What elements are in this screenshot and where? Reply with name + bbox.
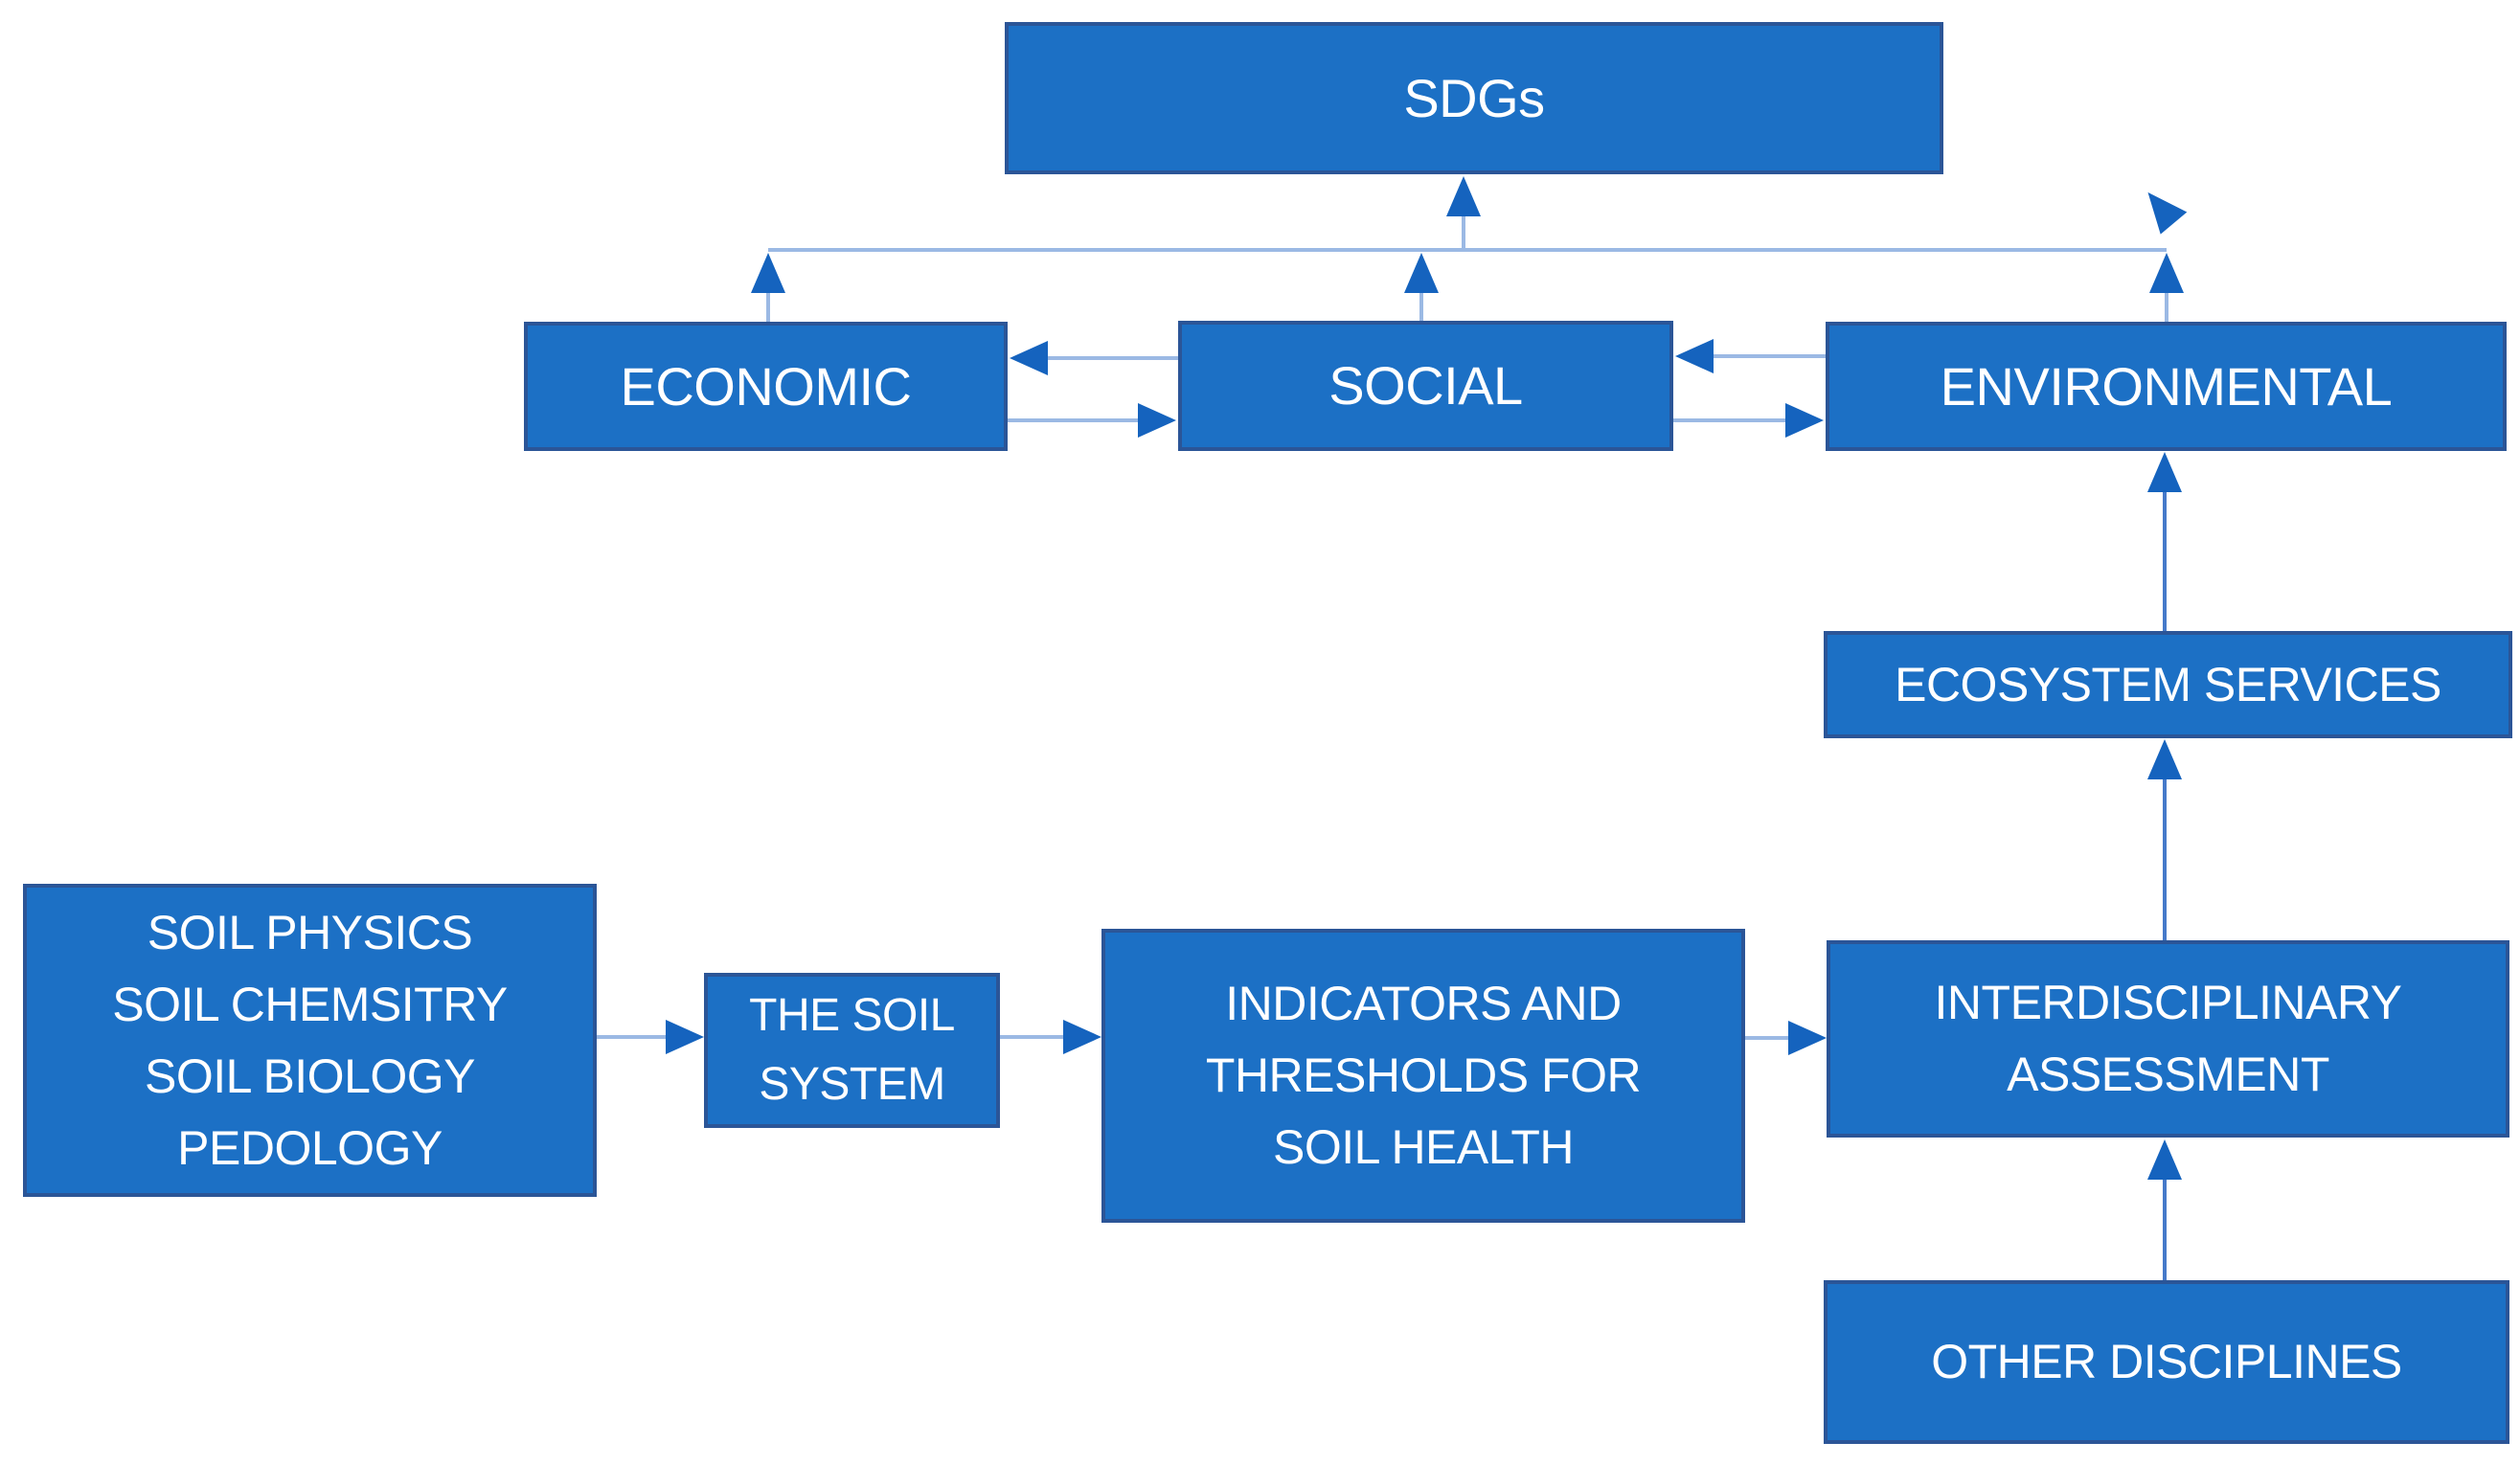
other-to-interdisciplinary-line — [2163, 1178, 2167, 1280]
node-other-disciplines-label: OTHER DISCIPLINES — [1931, 1335, 2402, 1388]
node-social: SOCIAL — [1178, 321, 1673, 451]
social-to-bus-line — [1419, 291, 1423, 321]
node-social-label: SOCIAL — [1328, 355, 1523, 416]
node-ecosystem-services-label: ECOSYSTEM SERVICES — [1895, 657, 2441, 711]
social-to-environmental-line — [1673, 418, 1785, 422]
node-environmental-label: ENVIRONMENTAL — [1940, 355, 2393, 417]
node-sdgs-label: SDGs — [1403, 67, 1545, 128]
social-to-bus-arrowhead-icon — [1404, 253, 1439, 293]
node-sdgs: SDGs — [1005, 22, 1943, 174]
economic-to-bus-arrowhead-icon — [751, 253, 785, 293]
disciplines-to-soilsystem-arrowhead-icon — [666, 1020, 704, 1054]
other-to-interdisciplinary-arrowhead-icon — [2147, 1139, 2182, 1180]
interdisciplinary-to-ecosystem-line — [2163, 778, 2167, 940]
social-to-economic-line — [1046, 356, 1178, 360]
node-soil-system-label: THE SOIL SYSTEM — [749, 990, 955, 1110]
node-interdisciplinary-label: INTERDISCIPLINARY ASSESSMENT — [1934, 976, 2402, 1101]
ecosystem-to-environmental-line — [2163, 490, 2167, 631]
soilsystem-to-indicators-line — [1000, 1035, 1063, 1039]
environmental-to-bus-line — [2165, 291, 2168, 322]
bus-end-arrowhead-icon — [2134, 181, 2188, 235]
economic-to-social-arrowhead-icon — [1138, 403, 1176, 438]
soilsystem-to-indicators-arrowhead-icon — [1063, 1020, 1101, 1054]
indicators-to-interdisciplinary-line — [1745, 1036, 1788, 1040]
node-environmental: ENVIRONMENTAL — [1826, 322, 2507, 451]
environmental-to-social-arrowhead-icon — [1675, 339, 1714, 373]
disciplines-to-soilsystem-line — [597, 1035, 666, 1039]
interdisciplinary-to-ecosystem-arrowhead-icon — [2147, 739, 2182, 779]
node-soil-system: THE SOIL SYSTEM — [704, 973, 1000, 1128]
node-soil-disciplines-label: SOIL PHYSICS SOIL CHEMSITRY SOIL BIOLOGY… — [112, 905, 508, 1175]
node-soil-disciplines: SOIL PHYSICS SOIL CHEMSITRY SOIL BIOLOGY… — [23, 884, 597, 1197]
top-bus-line — [768, 248, 2167, 252]
ecosystem-to-environmental-arrowhead-icon — [2147, 452, 2182, 492]
environmental-to-bus-arrowhead-icon — [2149, 253, 2184, 293]
social-to-environmental-arrowhead-icon — [1785, 403, 1824, 438]
social-to-economic-arrowhead-icon — [1010, 341, 1048, 375]
economic-to-bus-line — [766, 291, 770, 322]
node-indicators-label: INDICATORS AND THRESHOLDS FOR SOIL HEALT… — [1205, 977, 1642, 1174]
node-economic-label: ECONOMIC — [620, 355, 913, 417]
bus-to-sdgs-arrowhead-icon — [1446, 176, 1481, 216]
environmental-to-social-line — [1712, 354, 1826, 358]
node-ecosystem-services: ECOSYSTEM SERVICES — [1824, 631, 2512, 738]
node-economic: ECONOMIC — [524, 322, 1008, 451]
node-other-disciplines: OTHER DISCIPLINES — [1824, 1280, 2509, 1444]
economic-to-social-line — [1008, 418, 1138, 422]
bus-to-sdgs-line — [1462, 214, 1465, 248]
node-interdisciplinary: INTERDISCIPLINARY ASSESSMENT — [1827, 940, 2509, 1138]
indicators-to-interdisciplinary-arrowhead-icon — [1788, 1021, 1827, 1055]
node-indicators: INDICATORS AND THRESHOLDS FOR SOIL HEALT… — [1101, 929, 1745, 1223]
